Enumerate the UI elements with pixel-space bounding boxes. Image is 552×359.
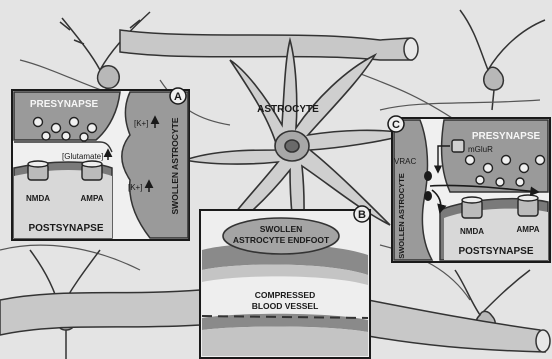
panel-c: C PRESYNAPSE mGluR VRAC NMDA AMPA POSTSY… [388,116,550,262]
panel-b-endfoot-label-2: ASTROCYTE ENDFOOT [233,235,330,245]
neuron-top-right [460,10,545,110]
nmda-receptor-c [462,197,482,218]
panel-a-k-upper-label: [K+] [134,119,148,128]
panel-b-endfoot-label-1: SWOLLEN [260,224,303,234]
panel-b: B SWOLLEN ASTROCYTE ENDFOOT COMPRESSED B… [200,206,370,358]
astrocyte-label: ASTROCYTE [257,104,319,115]
panel-a-nmda-label: NMDA [26,194,50,203]
panel-c-ampa-label: AMPA [517,225,540,234]
panel-c-swollen-astrocyte-label: SWOLLEN ASTROCYTE [397,173,406,259]
ampa-receptor-a [82,161,102,180]
panel-c-postsynapse-label: POSTSYNAPSE [458,246,533,257]
panel-a-glutamate-label: [Glutamate] [62,152,103,161]
panel-a-letter: A [174,91,182,103]
vessel-bottom-right [368,300,550,352]
panel-a-swollen-astrocyte-label: SWOLLEN ASTROCYTE [170,117,180,214]
nmda-receptor-a [28,161,48,180]
panel-a-postsynapse-label: POSTSYNAPSE [28,223,103,234]
panel-a: A PRESYNAPSE POSTSYNAPSE [K+] [Glutamate… [12,88,189,240]
panel-b-letter: B [358,209,366,221]
panel-a-k-lower-label: [K+] [128,183,142,192]
panel-a-presynapse-label: PRESYNAPSE [30,99,99,110]
panel-b-vessel-label-2: BLOOD VESSEL [252,301,319,311]
panel-c-mglur-label: mGluR [468,145,493,154]
panel-c-vrac-label: VRAC [394,157,416,166]
panel-b-vessel-label-1: COMPRESSED [255,290,315,300]
panel-c-letter: C [392,119,400,131]
panel-c-nmda-label: NMDA [460,227,484,236]
panel-c-presynapse-label: PRESYNAPSE [472,131,541,142]
mglur-receptor [452,140,464,152]
panel-a-ampa-label: AMPA [81,194,104,203]
ampa-receptor-c [518,195,538,216]
vessel-bottom-left [0,290,200,335]
